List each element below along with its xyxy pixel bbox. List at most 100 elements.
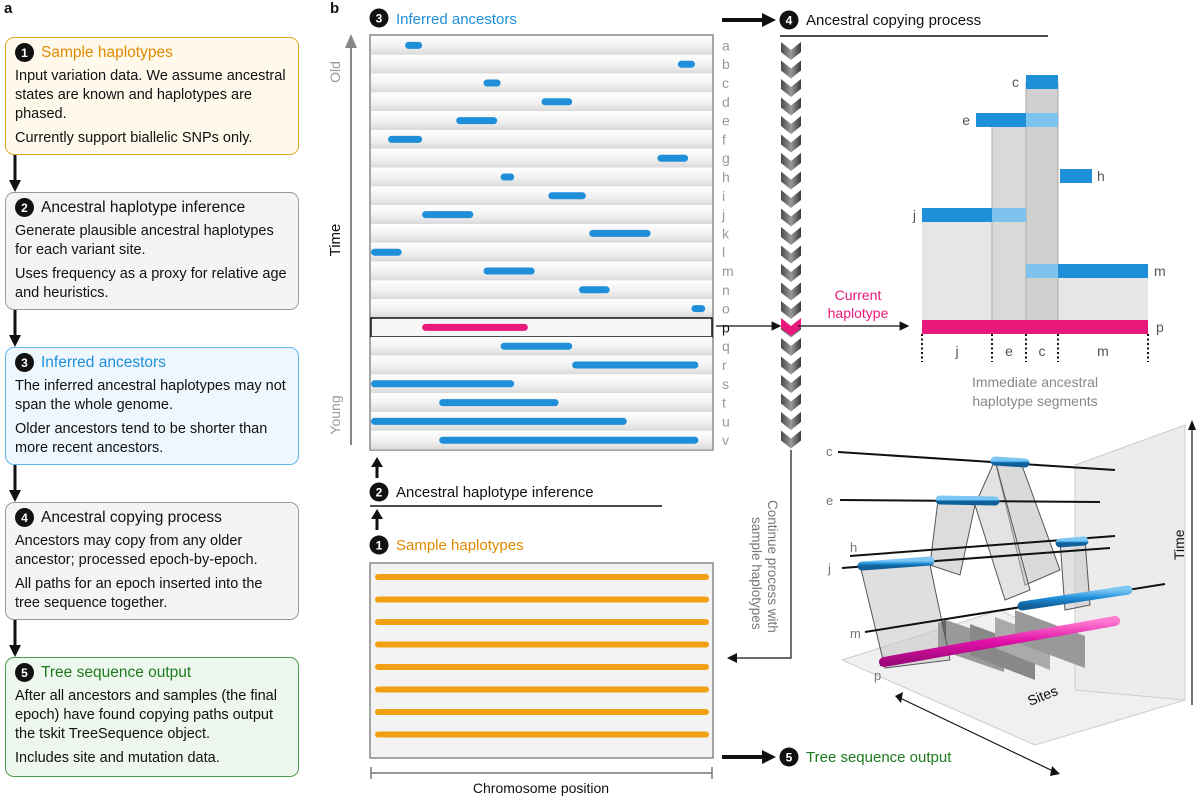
current-epoch-chevron-icon — [781, 318, 801, 336]
epoch-chevron-icon — [781, 245, 801, 264]
sample-matrix-frame — [369, 562, 714, 759]
ancestor-label-k: k — [722, 225, 730, 241]
epoch-chevron-icon — [781, 208, 801, 227]
time-3d-axis-label: Time — [1171, 529, 1187, 560]
epoch-chevron-icon — [781, 153, 801, 171]
track-m — [1058, 270, 1148, 323]
step-title: Inferred ancestors — [41, 353, 166, 371]
3d-sheet-e-j — [929, 499, 976, 576]
step-3-number: 3 — [376, 12, 383, 26]
step-4-badge — [779, 10, 799, 30]
ancestor-label-i: i — [722, 188, 725, 204]
ancestor-row-j — [371, 205, 712, 224]
step-title: Sample haplotypes — [41, 43, 173, 61]
ancestor-label-t: t — [722, 395, 726, 411]
time-3d-axis-arrow-icon — [1188, 420, 1196, 430]
bar-e-extension — [1026, 113, 1058, 127]
step-description: Ancestors may copy from any older ancest… — [15, 533, 258, 568]
time-axis: Old Time Young — [327, 34, 357, 445]
ancestor-segment-e — [456, 117, 498, 125]
ancestor-label-o: o — [722, 301, 730, 317]
chromosome-position-label: Chromosome position — [473, 780, 609, 796]
ancestor-label-p: p — [722, 319, 730, 335]
step-arrow-down-icon — [8, 155, 22, 192]
ancestor-label-v: v — [722, 432, 729, 448]
ancestor-row-c — [371, 73, 712, 93]
ancestor-segment-a — [405, 41, 423, 49]
bar-p — [922, 320, 1148, 334]
epoch-chevron-column — [781, 42, 801, 449]
copy-label-e: e — [962, 112, 970, 128]
bar-e — [976, 113, 1026, 127]
step-1-badge — [369, 535, 389, 555]
ancestor-label-b: b — [722, 56, 730, 72]
continue-process: Continue process with sample haplotypes — [727, 450, 792, 663]
copy-label-p: p — [1156, 319, 1164, 335]
3d-label-c: c — [826, 444, 833, 459]
ancestor-row-a — [371, 36, 712, 55]
step-2-number: 2 — [376, 486, 383, 500]
ancestor-label-e: e — [722, 113, 730, 129]
up-arrow-lower-icon — [371, 509, 383, 519]
3d-label-j: j — [827, 561, 831, 576]
3d-pipe-j — [857, 556, 935, 571]
output-heading: 5 Tree sequence output — [722, 747, 952, 767]
segment-label-c: c — [1039, 343, 1046, 359]
step-arrow-down-icon — [8, 465, 22, 502]
ancestor-row-h — [371, 167, 712, 187]
inference-heading: 2 Ancestral haplotype inference — [369, 482, 662, 507]
ancestor-row-o — [371, 299, 712, 318]
3d-label-h: h — [850, 540, 857, 555]
ancestor-segment-j — [422, 211, 474, 219]
panel-b-label: b — [330, 0, 340, 17]
copying-title: Ancestral copying process — [806, 12, 981, 29]
3d-pipe-c — [990, 456, 1030, 468]
step-5-badge — [779, 747, 799, 767]
3d-label-m: m — [850, 626, 861, 641]
chromosome-scale: Chromosome position — [370, 767, 713, 796]
inferred-ancestors-title: Inferred ancestors — [396, 11, 517, 28]
step-number-badge: 3 — [15, 353, 34, 372]
sample-heading: 1 Sample haplotypes — [369, 535, 524, 555]
ancestor-segment-t — [439, 399, 559, 407]
step-box-title-row: 2 Ancestral haplotype inference — [15, 198, 289, 217]
ancestor-segment-c — [483, 79, 501, 87]
bar-h — [1060, 169, 1092, 183]
step-description: The inferred ancestral haplotypes may no… — [15, 378, 286, 413]
epoch-chevron-icon — [781, 42, 801, 60]
step-title: Ancestral haplotype inference — [41, 198, 246, 216]
step-title: Ancestral copying process — [41, 508, 222, 526]
3d-pipe-e — [935, 495, 1000, 506]
ancestor-label-h: h — [722, 169, 730, 185]
epoch-chevron-icon — [781, 227, 801, 245]
epoch-chevron-icon — [781, 264, 801, 282]
time-axis-arrow-icon — [345, 34, 357, 48]
ancestor-segment-n — [579, 286, 610, 294]
ancestor-segment-i — [548, 192, 586, 200]
step-4-number: 4 — [786, 14, 793, 28]
continue-arrow-icon — [727, 653, 737, 663]
step-2-badge — [369, 482, 389, 502]
ancestor-row-m — [371, 261, 712, 281]
axis-time-label: Time — [327, 224, 344, 257]
step-description: Input variation data. We assume ancestra… — [15, 68, 286, 122]
segment-label-e: e — [1005, 343, 1013, 359]
step-arrow-down-icon — [8, 310, 22, 347]
3d-pipe-h — [1055, 536, 1089, 548]
ancestor-segment-h — [500, 173, 515, 181]
step-number-badge: 2 — [15, 198, 34, 217]
ancestor-segment-r — [572, 361, 699, 369]
epoch-chevron-icon — [781, 301, 801, 319]
step-description: All paths for an epoch inserted into the… — [15, 576, 263, 611]
segment-caption-line1: Immediate ancestral — [972, 374, 1098, 390]
ancestor-segment-g — [657, 154, 689, 162]
ancestor-label-n: n — [722, 282, 730, 298]
ancestor-row-f — [371, 130, 712, 149]
ancestor-segment-k — [589, 229, 651, 237]
